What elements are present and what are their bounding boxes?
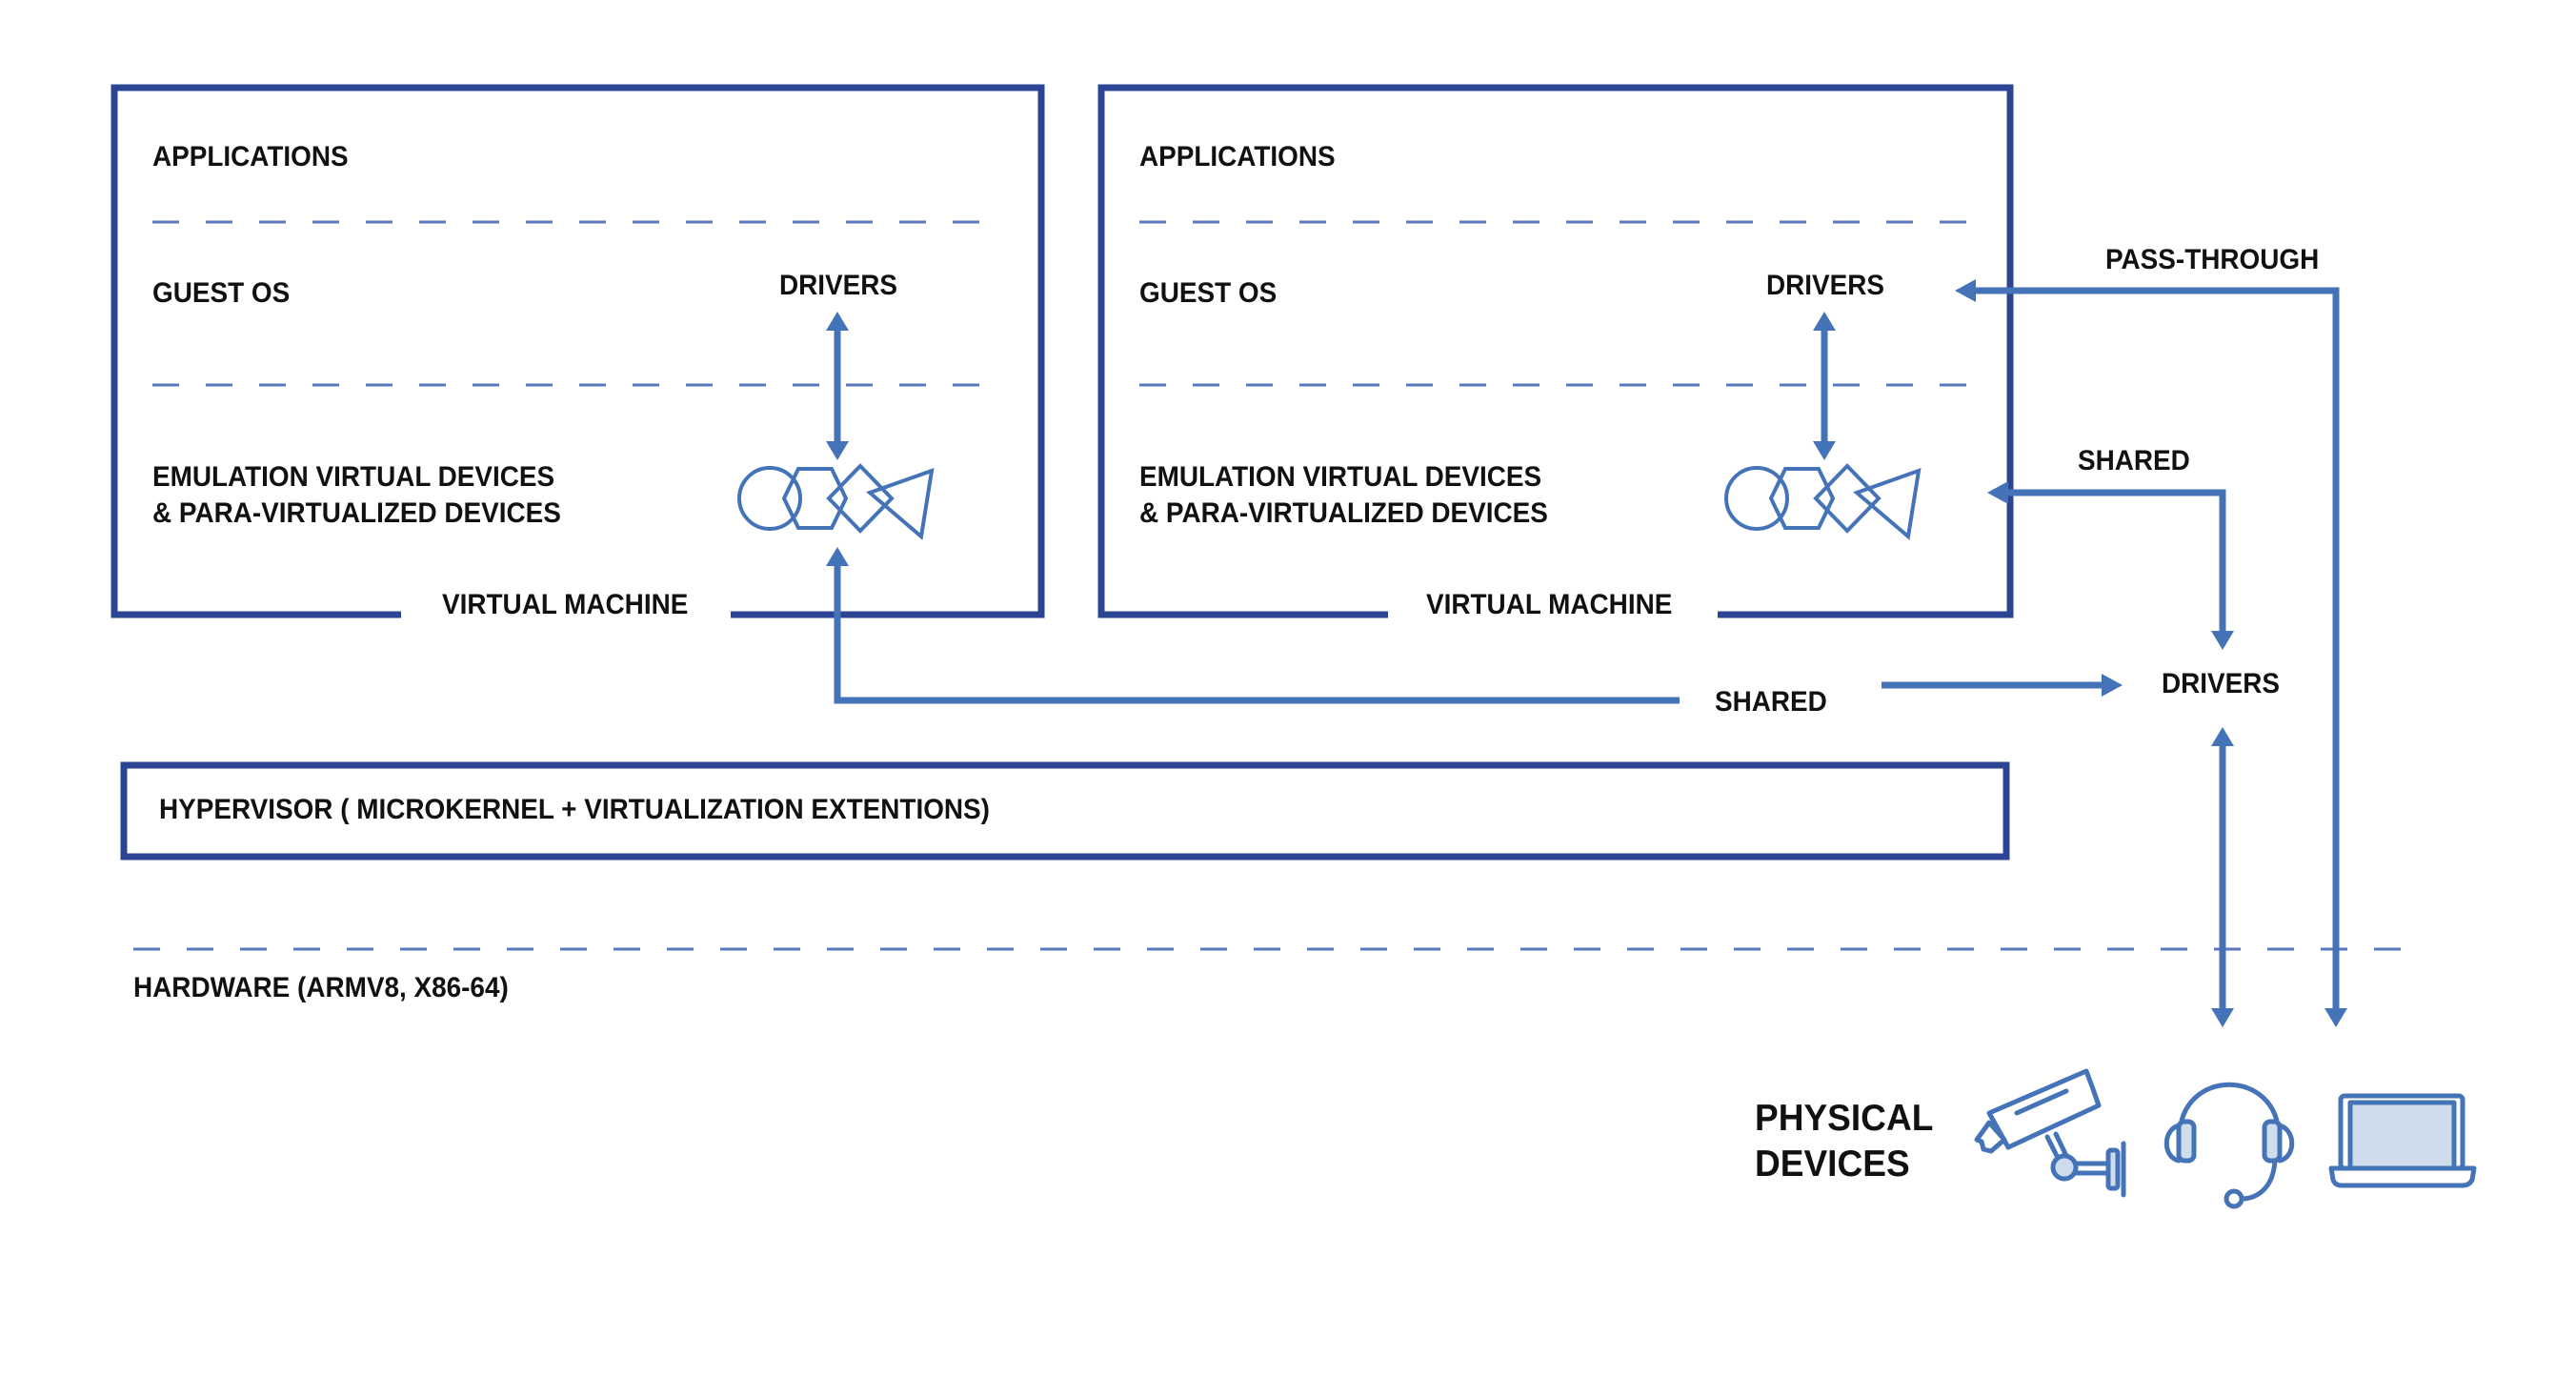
diamond-shape-icon <box>826 463 895 534</box>
shared-vm2-connector <box>1987 481 2234 650</box>
hardware-label: HARDWARE (ARMV8, X86-64) <box>133 972 509 1003</box>
pass-through-label: PASS-THROUGH <box>2105 244 2320 275</box>
vm2-title: VIRTUAL MACHINE <box>1426 589 1673 620</box>
vm1-devices-label: EMULATION VIRTUAL DEVICES & PARA-VIRTUAL… <box>152 461 561 529</box>
vm-box-2 <box>1097 84 2014 618</box>
hypervisor-box <box>120 761 2010 860</box>
vm2-drivers-label: DRIVERS <box>1766 270 1885 301</box>
physical-devices-label: PHYSICAL DEVICES <box>1755 1098 1934 1184</box>
vm-box-1 <box>111 84 1045 618</box>
vm2-guest-os-label: GUEST OS <box>1139 277 1278 309</box>
host-driver-device-arrow <box>2211 727 2234 1027</box>
vm1-drivers-label: DRIVERS <box>779 270 898 301</box>
circle-shape-icon <box>737 466 802 531</box>
headset-icon <box>2163 1082 2295 1209</box>
shared-vm2-label: SHARED <box>2078 445 2190 476</box>
triangle-shape-icon <box>1853 467 1922 540</box>
vm1-title: VIRTUAL MACHINE <box>442 589 689 620</box>
shared-vm1-label: SHARED <box>1715 686 1827 718</box>
vm1-guest-os-label: GUEST OS <box>152 277 291 309</box>
vm2-device-shapes <box>1724 463 1922 540</box>
hypervisor-label: HYPERVISOR ( MICROKERNEL + VIRTUALIZATIO… <box>159 794 990 825</box>
laptop-icon <box>2328 1093 2477 1188</box>
vm1-applications-label: APPLICATIONS <box>152 141 349 172</box>
hexagon-shape-icon <box>781 467 849 530</box>
vm2-applications-label: APPLICATIONS <box>1139 141 1336 172</box>
host-drivers-label: DRIVERS <box>2162 668 2281 699</box>
pass-through-connector <box>1955 279 2347 1027</box>
shared-vm1-connector <box>826 547 2123 704</box>
security-camera-icon <box>1974 1068 2126 1198</box>
circle-shape-icon <box>1724 466 1789 531</box>
vm1-device-shapes <box>737 463 935 540</box>
vm2-devices-label: EMULATION VIRTUAL DEVICES & PARA-VIRTUAL… <box>1139 461 1548 529</box>
vm2-driver-device-arrow <box>1813 312 1836 460</box>
triangle-shape-icon <box>866 467 935 540</box>
diamond-shape-icon <box>1813 463 1882 534</box>
vm1-driver-device-arrow <box>826 312 849 460</box>
hexagon-shape-icon <box>1768 467 1836 530</box>
